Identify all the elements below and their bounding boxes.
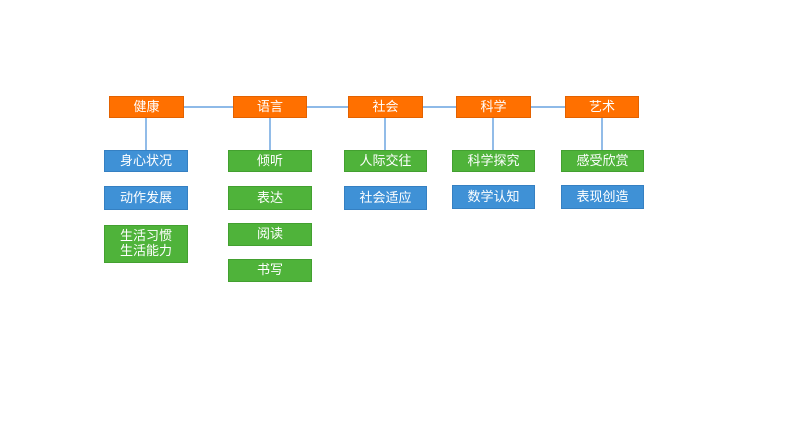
social-item-adaptation: 社会适应 xyxy=(344,186,427,210)
health-item-physical-mental: 身心状况 xyxy=(104,150,188,172)
domain-language-label: 语言 xyxy=(256,99,283,115)
language-item-listening: 倾听 xyxy=(228,150,312,172)
domain-social: 社会 xyxy=(348,96,423,118)
social-item-interpersonal: 人际交往 xyxy=(344,150,427,172)
domain-health-label: 健康 xyxy=(133,99,160,115)
domain-art-label: 艺术 xyxy=(588,99,615,115)
domain-language: 语言 xyxy=(233,96,307,118)
art-item-creation: 表现创造 xyxy=(561,185,644,209)
art-item-appreciation: 感受欣赏 xyxy=(561,150,644,172)
language-item-reading: 阅读 xyxy=(228,223,312,246)
domain-science: 科学 xyxy=(456,96,531,118)
health-item-living-habits: 生活习惯 生活能力 xyxy=(104,225,188,263)
language-item-expression: 表达 xyxy=(228,186,312,210)
domain-health: 健康 xyxy=(109,96,184,118)
science-item-inquiry: 科学探究 xyxy=(452,150,535,172)
domain-social-label: 社会 xyxy=(372,99,399,115)
health-item-motor-development: 动作发展 xyxy=(104,186,188,210)
language-item-writing: 书写 xyxy=(228,259,312,282)
domain-art: 艺术 xyxy=(565,96,639,118)
science-item-math-cognition: 数学认知 xyxy=(452,185,535,209)
domain-science-label: 科学 xyxy=(480,99,507,115)
